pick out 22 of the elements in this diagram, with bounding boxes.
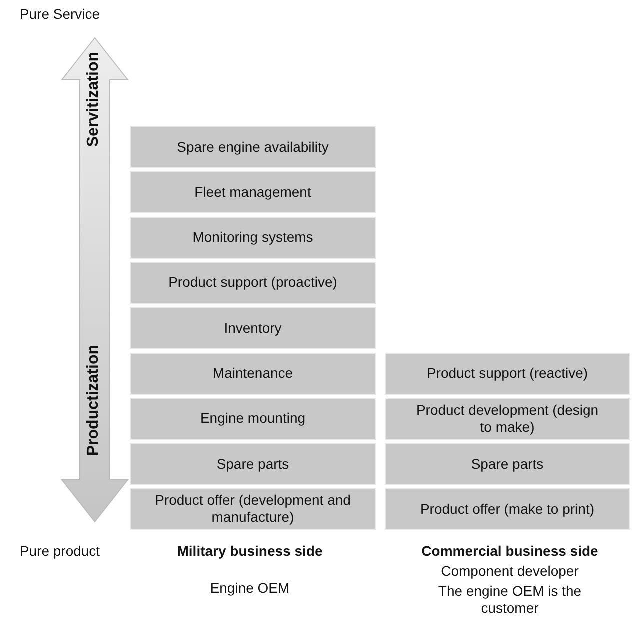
category-box: Maintenance [130,352,376,394]
category-box: Monitoring systems [130,216,376,259]
column-heading: Military business side [176,543,324,560]
axis-label: Servitization [85,52,102,148]
category-box: Product offer (development and manufacture) [130,488,376,530]
category-box: Product development (design to make) [385,398,630,440]
category-box: Engine mounting [130,398,376,440]
column-heading: Commercial business side [420,543,600,560]
category-box: Product support (proactive) [130,262,376,304]
column-subtitle: Component developer [440,563,580,580]
column-subtitle: Engine OEM [209,580,291,597]
scale-end-label: Pure product [18,543,102,560]
column-note: The engine OEM is the customer [437,583,583,617]
category-box: Fleet management [130,171,376,214]
category-box: Inventory [130,307,376,350]
category-box: Spare engine availability [130,126,376,168]
axis-label: Productization [85,345,102,456]
scale-end-label: Pure Service [18,6,102,23]
category-box: Product support (reactive) [385,352,630,394]
category-box: Spare parts [130,443,376,486]
category-box: Spare parts [385,443,630,486]
category-box: Product offer (make to print) [385,488,630,530]
